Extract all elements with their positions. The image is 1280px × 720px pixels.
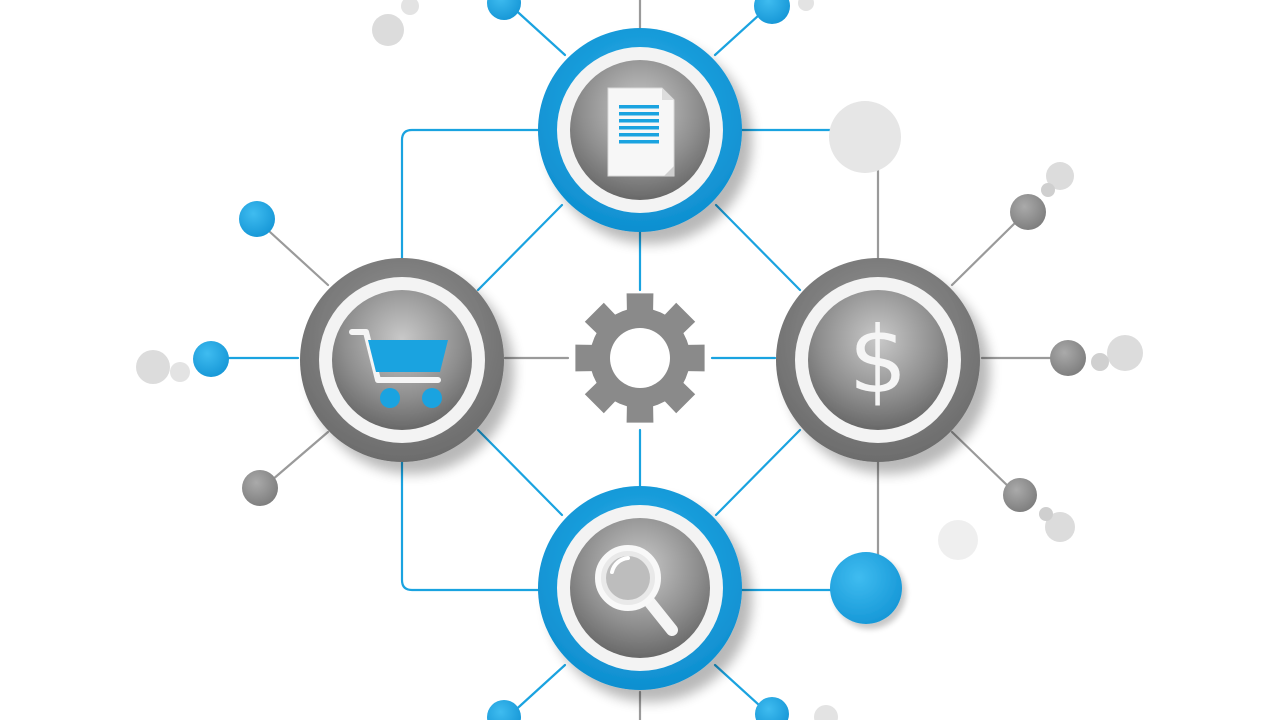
blue-node [755,697,789,720]
gray-node [1003,478,1037,512]
blue-node [239,201,275,237]
link-cart-search [476,428,564,517]
blue-node-large [830,552,902,624]
link-dollar-upright [950,220,1018,287]
faded-node [1045,512,1075,542]
faded-node [372,14,404,46]
link-dollar-search [714,428,802,517]
blue-node [487,0,521,20]
gear-hole [610,328,670,388]
blue-node [487,700,521,720]
faded-node [136,350,170,384]
link-top-left [508,3,567,57]
faded-node [1091,353,1109,371]
gear-icon [575,293,705,423]
faded-node [1041,183,1055,197]
gray-nodes [242,194,1086,512]
link-bottom-left [508,663,567,717]
faded-nodes [136,0,1143,720]
faded-node [1107,335,1143,371]
faded-node [170,362,190,382]
link-dollar-downright [950,430,1012,490]
shopping-cart-icon [349,329,448,408]
link-doc-cart [476,203,564,292]
gray-node [1050,340,1086,376]
faded-node [938,520,978,560]
faded-node [798,0,814,11]
faded-node [829,101,901,173]
connector-lines [226,0,1054,720]
document-icon [607,87,675,177]
faded-node [1039,507,1053,521]
link-cart-downleft [270,430,330,482]
gray-node [242,470,278,506]
dollar-icon: $ [849,307,908,414]
faded-node [814,705,838,720]
blue-nodes [193,0,902,720]
link-doc-dollar [714,203,802,292]
faded-node [401,0,419,15]
link-search-cart-elbow [400,460,540,592]
blue-node [754,0,790,24]
link-cart-upleft [268,230,330,287]
hub-dollar [776,258,980,462]
link-doc-cart-elbow [400,128,540,260]
gray-node [1010,194,1046,230]
faded-node [1046,162,1074,190]
blue-node [193,341,229,377]
magnifier-icon [595,545,678,636]
